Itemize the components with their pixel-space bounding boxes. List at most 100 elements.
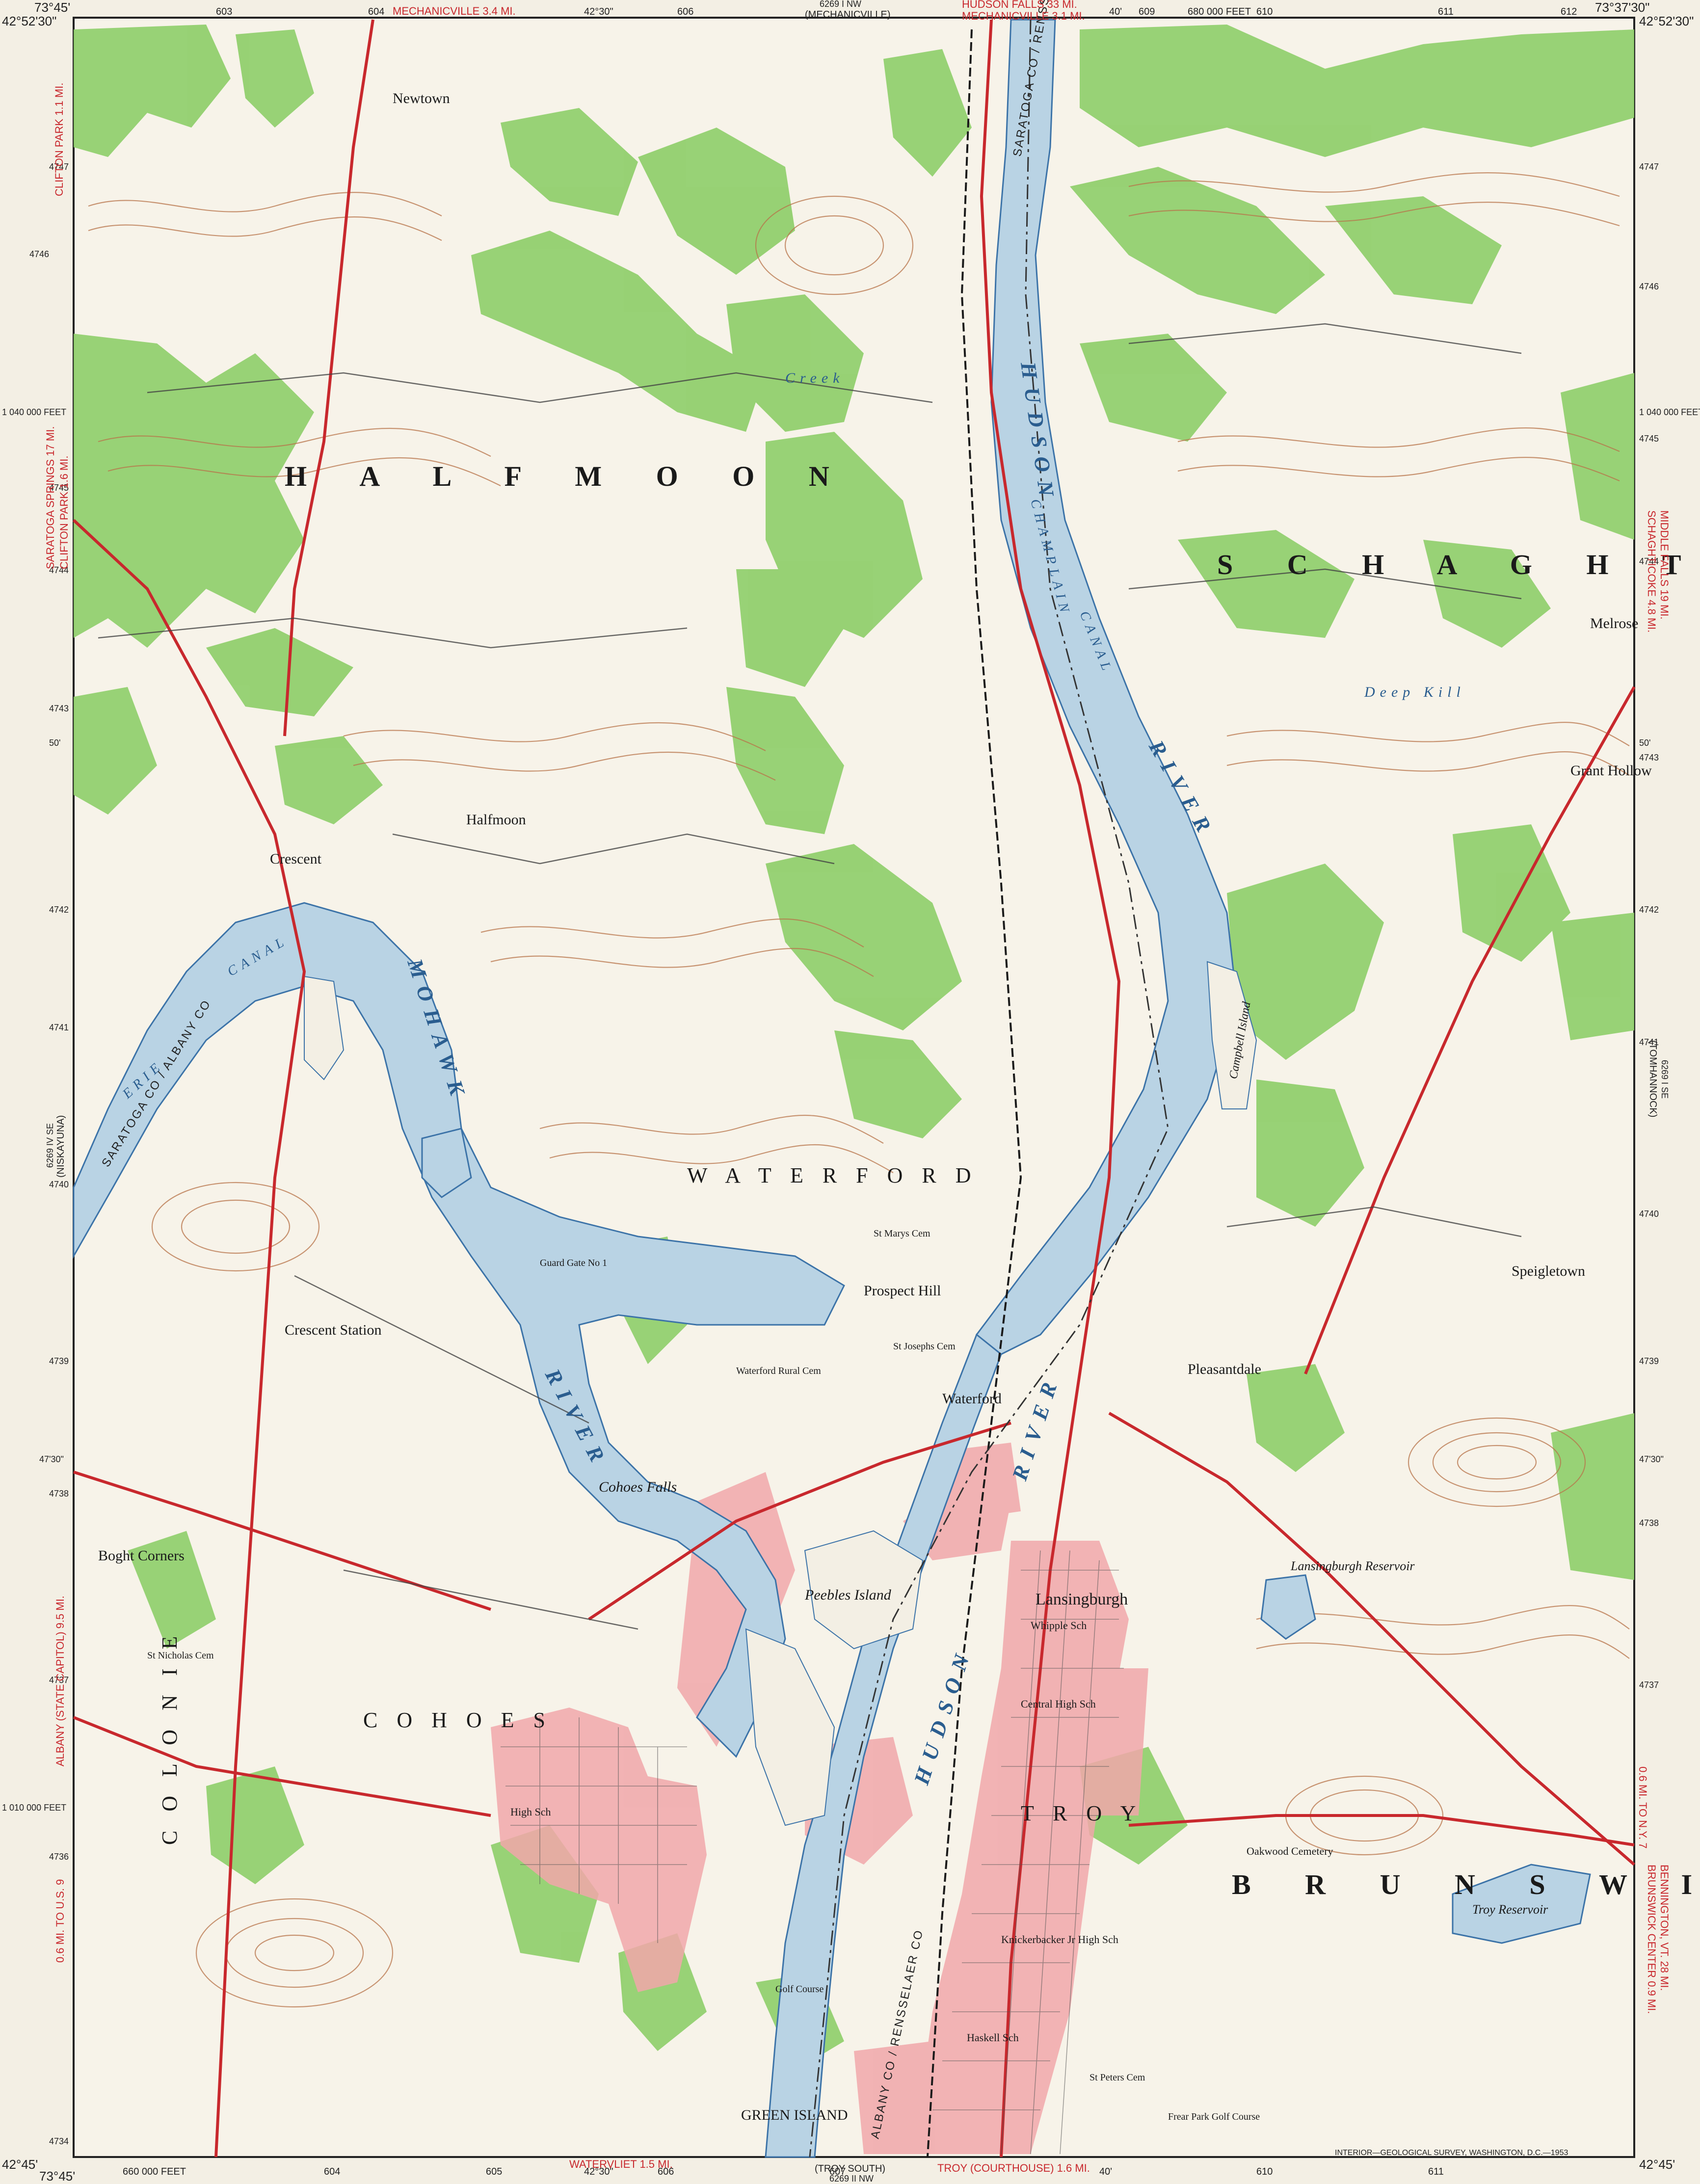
left-tick: 4739 [49, 1356, 69, 1366]
waterford-town-label: W A T E R F O R D [687, 1163, 978, 1187]
place-speigletown: Speigletown [1512, 1263, 1585, 1279]
place-melrose: Melrose [1590, 615, 1638, 632]
campbell-island [1206, 961, 1257, 1109]
bottom-tick: 40' [1099, 2166, 1112, 2177]
place-st-nicholas-cem: St Nicholas Cem [147, 1650, 214, 1661]
deep-kill-label: Deep Kill [1364, 684, 1465, 700]
note-right-quad: (TOMHANNOCK) [1647, 1040, 1658, 1117]
right-tick: 1 040 000 FEET [1639, 407, 1700, 417]
left-tick: 50' [49, 738, 60, 748]
top-ticks: 603 604 42°30" 606 40' 609 680 000 FEET … [216, 6, 1577, 17]
bottom-tick: 611 [1428, 2166, 1444, 2177]
right-tick: 4744 [1639, 556, 1659, 566]
note-right-brunswick: BRUNSWICK CENTER 0.9 MI. [1646, 1865, 1658, 2014]
note-top-sheet: 6269 I NW [820, 0, 861, 9]
nw-lat: 42°52'30" [2, 14, 56, 28]
right-tick: 4739 [1639, 1356, 1659, 1366]
mohawk-island [304, 975, 345, 1080]
right-tick: 4742 [1639, 905, 1659, 915]
note-bottom-troy: TROY (COURTHOUSE) 1.6 MI. [937, 2162, 1090, 2174]
left-tick: 4740 [49, 1180, 69, 1189]
top-tick: 42°30" [584, 6, 613, 17]
bottom-tick: 607 [829, 2166, 846, 2177]
bottom-tick: 605 [486, 2166, 502, 2177]
top-tick: 606 [677, 6, 693, 17]
note-right-sheet: 6269 I SE [1660, 1060, 1670, 1099]
place-waterford-rural-cem: Waterford Rural Cem [736, 1366, 821, 1376]
roads-secondary [98, 323, 1522, 1630]
place-whipple-sch: Whipple Sch [1031, 1619, 1087, 1631]
place-haskell-sch: Haskell Sch [967, 2031, 1019, 2044]
note-right-ny7: 0.6 MI. TO N.Y. 7 [1637, 1766, 1649, 1849]
left-tick: 1 010 000 FEET [2, 1803, 66, 1813]
top-tick: 680 000 FEET [1188, 6, 1251, 17]
place-pleasantdale: Pleasantdale [1188, 1361, 1261, 1377]
creek-label: Creek [785, 370, 845, 386]
bottom-tick: 604 [324, 2166, 340, 2177]
note-left-sheet: 6269 IV SE [45, 1123, 55, 1168]
place-frear-park-golf: Frear Park Golf Course [1168, 2111, 1260, 2122]
place-oakwood-cemetery: Oakwood Cemetery [1247, 1845, 1333, 1857]
lansingburgh-label: Lansingburgh [1036, 1590, 1128, 1608]
edge-notes: MECHANICVILLE 3.4 MI. (MECHANICVILLE) 62… [44, 0, 1671, 2184]
left-tick: 4738 [49, 1489, 69, 1499]
woodland-areas [74, 25, 1634, 2071]
note-top-mechanicville-2: MECHANICVILLE 3.1 MI. [962, 10, 1085, 22]
top-tick: 604 [368, 6, 384, 17]
place-crescent-station: Crescent Station [285, 1322, 381, 1338]
right-tick: 4741 [1639, 1037, 1659, 1047]
nw-lon: 73°45' [34, 0, 70, 15]
place-halfmoon: Halfmoon [466, 812, 526, 828]
green-island-label: GREEN ISLAND [741, 2107, 848, 2123]
bottom-tick: 610 [1256, 2166, 1273, 2177]
left-tick: 4743 [49, 704, 69, 713]
left-tick: 4737 [49, 1675, 69, 1685]
left-tick: 4742 [49, 905, 69, 915]
right-ticks: 4747 4746 1 040 000 FEET 4745 4744 50' 4… [1639, 162, 1700, 1690]
place-waterford: Waterford [942, 1391, 1002, 1407]
note-top-hudson-falls: HUDSON FALLS 33 MI. [962, 0, 1077, 10]
place-st-josephs-cem: St Josephs Cem [893, 1341, 956, 1352]
note-bottom-quad: (TROY SOUTH) [815, 2163, 885, 2174]
roads-primary [72, 19, 1636, 2158]
troy-city-label: T R O Y [1021, 1801, 1142, 1825]
se-lat: 42°45' [1639, 2157, 1675, 2172]
left-tick: 4746 [29, 249, 49, 259]
cohoes-city-label: C O H O E S [363, 1708, 552, 1732]
left-tick: 47'30" [39, 1454, 64, 1464]
place-golf-course: Golf Course [775, 1984, 823, 1995]
place-peebles-island: Peebles Island [804, 1587, 892, 1603]
note-left-clifton-park-2: CLIFTON PARK 1.6 MI. [58, 456, 70, 569]
place-boght-corners: Boght Corners [98, 1548, 185, 1564]
bottom-tick: 660 000 FEET [123, 2166, 186, 2177]
top-tick: 612 [1561, 6, 1577, 17]
place-st-peters-cem: St Peters Cem [1089, 2072, 1145, 2083]
ne-lon: 73°37'30" [1595, 0, 1649, 15]
right-tick: 50' [1639, 738, 1650, 748]
left-tick: 4736 [49, 1852, 69, 1862]
note-top-mechanicville: MECHANICVILLE 3.4 MI. [393, 5, 516, 17]
left-tick: 4734 [49, 2136, 69, 2146]
note-bottom-sheet: 6269 II NW [829, 2174, 874, 2184]
place-guard-gate: Guard Gate No 1 [540, 1258, 607, 1268]
left-tick: 1 040 000 FEET [2, 407, 66, 417]
note-left-clifton-park: CLIFTON PARK 1.1 MI. [53, 83, 65, 196]
right-tick: 4740 [1639, 1209, 1659, 1219]
place-high-sch: High Sch [510, 1806, 551, 1818]
right-tick: 4743 [1639, 753, 1659, 763]
halfmoon-town-label: H A L F M O O N [285, 460, 853, 492]
contour-lines [88, 172, 1630, 2008]
note-right-schaghticoke: SCHAGHTICOKE 4.8 MI. [1646, 510, 1658, 632]
place-troy-reservoir: Troy Reservoir [1472, 1902, 1548, 1917]
place-cohoes-falls: Cohoes Falls [599, 1479, 677, 1495]
right-tick: 47'30" [1639, 1454, 1664, 1464]
bottom-ticks: 660 000 FEET 604 605 42°30" 606 607 40' … [123, 2166, 1444, 2177]
place-newtown: Newtown [393, 90, 450, 106]
place-st-marys-cem: St Marys Cem [874, 1228, 930, 1239]
note-bottom-watervliet: WATERVLIET 1.5 MI. [569, 2158, 673, 2170]
place-lansingburgh-reservoir: Lansingburgh Reservoir [1290, 1559, 1415, 1573]
street-grid [501, 1550, 1124, 2155]
right-tick: 4737 [1639, 1680, 1659, 1690]
